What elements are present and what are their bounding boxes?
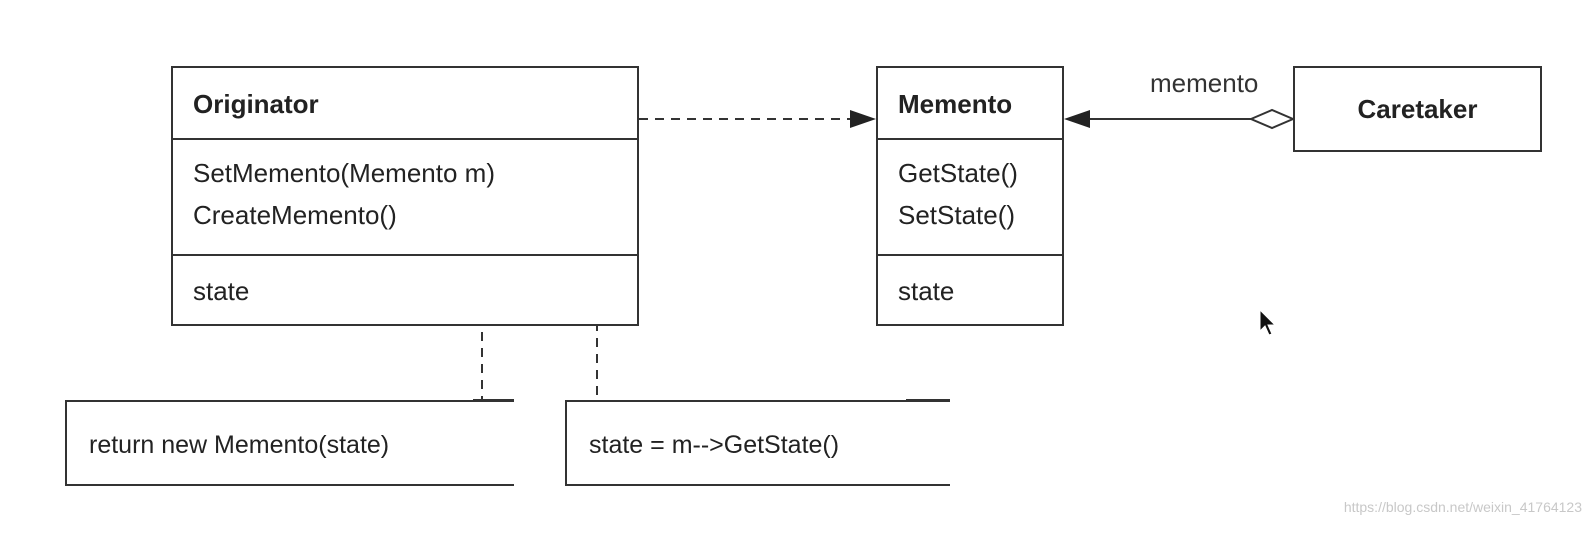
operation-create-memento: CreateMemento() <box>193 200 397 230</box>
class-name-originator: Originator <box>193 89 319 119</box>
class-name-section: Originator <box>173 68 637 140</box>
class-name-section: Memento <box>878 68 1062 140</box>
association-role-label: memento <box>1150 68 1259 98</box>
operations-section: SetMemento(Memento m) CreateMemento() <box>173 140 637 256</box>
watermark: https://blog.csdn.net/weixin_41764123 <box>1343 499 1582 515</box>
aggregation-diamond-icon <box>1248 108 1296 130</box>
operations-section: GetState() SetState() <box>878 140 1062 256</box>
class-name-caretaker: Caretaker <box>1357 94 1478 124</box>
aggregation-arrowhead <box>1064 110 1090 128</box>
operation-set-state: SetState() <box>898 200 1016 230</box>
dependency-arrowhead <box>850 110 876 128</box>
attributes-section: state <box>173 256 637 324</box>
note-create-memento[interactable]: return new Memento(state) <box>65 400 514 486</box>
note-set-memento[interactable]: state = m-->GetState() <box>565 400 950 486</box>
attribute-state: state <box>898 276 955 306</box>
class-caretaker[interactable]: Caretaker <box>1293 66 1542 152</box>
attribute-state: state <box>193 276 250 306</box>
class-memento[interactable]: Memento GetState() SetState() state <box>876 66 1064 326</box>
attributes-section: state <box>878 256 1062 324</box>
operation-set-memento: SetMemento(Memento m) <box>193 158 495 188</box>
operation-get-state: GetState() <box>898 158 1018 188</box>
class-originator[interactable]: Originator SetMemento(Memento m) CreateM… <box>171 66 639 326</box>
class-name-memento: Memento <box>898 89 1013 119</box>
mouse-cursor-icon <box>1259 309 1277 336</box>
